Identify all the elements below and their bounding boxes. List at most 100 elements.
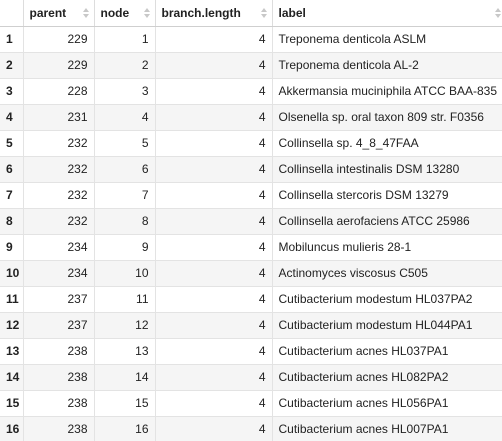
cell-branch-length: 4 xyxy=(155,234,273,261)
cell-label: Cutibacterium acnes HL037PA1 xyxy=(272,338,502,365)
row-index-cell: 5 xyxy=(0,130,24,157)
cell-branch-length: 4 xyxy=(155,312,273,339)
cell-parent: 232 xyxy=(23,156,95,183)
cell-label: Mobiluncus mulieris 28-1 xyxy=(272,234,502,261)
column-header-label[interactable]: label xyxy=(272,0,502,27)
cell-parent: 238 xyxy=(23,416,95,441)
column-header-label-text: label xyxy=(278,5,306,20)
row-index-cell: 10 xyxy=(0,260,24,287)
column-header-node[interactable]: node xyxy=(94,0,156,27)
cell-branch-length: 4 xyxy=(155,286,273,313)
row-index-cell: 13 xyxy=(0,338,24,365)
cell-node: 9 xyxy=(94,234,156,261)
cell-parent: 231 xyxy=(23,104,95,131)
row-index-cell: 11 xyxy=(0,286,24,313)
sort-arrows-icon[interactable] xyxy=(260,8,267,19)
row-index-cell: 8 xyxy=(0,208,24,235)
cell-branch-length: 4 xyxy=(155,208,273,235)
header-row: parent node branch.length label xyxy=(0,0,502,27)
cell-node: 2 xyxy=(94,52,156,79)
cell-parent: 232 xyxy=(23,182,95,209)
column-header-parent[interactable]: parent xyxy=(23,0,95,27)
cell-label: Cutibacterium acnes HL056PA1 xyxy=(272,390,502,417)
cell-label: Cutibacterium acnes HL082PA2 xyxy=(272,364,502,391)
column-header-branch-length[interactable]: branch.length xyxy=(155,0,273,27)
row-index-cell: 2 xyxy=(0,52,24,79)
cell-label: Treponema denticola AL-2 xyxy=(272,52,502,79)
sort-arrows-icon[interactable] xyxy=(494,8,501,19)
cell-label: Akkermansia muciniphila ATCC BAA-835 xyxy=(272,78,502,105)
cell-branch-length: 4 xyxy=(155,130,273,157)
cell-label: Cutibacterium modestum HL044PA1 xyxy=(272,312,502,339)
cell-parent: 237 xyxy=(23,286,95,313)
row-index-cell: 1 xyxy=(0,26,24,53)
row-index-cell: 15 xyxy=(0,390,24,417)
cell-node: 4 xyxy=(94,104,156,131)
table-header: parent node branch.length label xyxy=(0,0,502,27)
cell-branch-length: 4 xyxy=(155,416,273,441)
cell-label: Collinsella intestinalis DSM 13280 xyxy=(272,156,502,183)
cell-branch-length: 4 xyxy=(155,156,273,183)
cell-node: 8 xyxy=(94,208,156,235)
cell-node: 11 xyxy=(94,286,156,313)
cell-parent: 229 xyxy=(23,26,95,53)
row-index-cell: 16 xyxy=(0,416,24,441)
cell-label: Cutibacterium acnes HL007PA1 xyxy=(272,416,502,441)
cell-parent: 232 xyxy=(23,208,95,235)
cell-branch-length: 4 xyxy=(155,78,273,105)
cell-node: 1 xyxy=(94,26,156,53)
cell-label: Cutibacterium modestum HL037PA2 xyxy=(272,286,502,313)
cell-branch-length: 4 xyxy=(155,338,273,365)
column-header-label: branch.length xyxy=(161,5,241,20)
column-header-label: node xyxy=(100,5,130,20)
cell-branch-length: 4 xyxy=(155,390,273,417)
cell-parent: 234 xyxy=(23,260,95,287)
cell-label: Olsenella sp. oral taxon 809 str. F0356 xyxy=(272,104,502,131)
cell-branch-length: 4 xyxy=(155,364,273,391)
row-index-cell: 6 xyxy=(0,156,24,183)
cell-parent: 238 xyxy=(23,390,95,417)
cell-branch-length: 4 xyxy=(155,260,273,287)
cell-branch-length: 4 xyxy=(155,26,273,53)
cell-node: 16 xyxy=(94,416,156,441)
cell-node: 6 xyxy=(94,156,156,183)
row-index-cell: 4 xyxy=(0,104,24,131)
cell-label: Collinsella sp. 4_8_47FAA xyxy=(272,130,502,157)
cell-parent: 238 xyxy=(23,364,95,391)
cell-parent: 229 xyxy=(23,52,95,79)
row-index-cell: 12 xyxy=(0,312,24,339)
sort-arrows-icon[interactable] xyxy=(82,8,89,19)
cell-node: 7 xyxy=(94,182,156,209)
cell-label: Collinsella aerofaciens ATCC 25986 xyxy=(272,208,502,235)
cell-branch-length: 4 xyxy=(155,104,273,131)
cell-node: 12 xyxy=(94,312,156,339)
sort-arrows-icon[interactable] xyxy=(143,8,150,19)
cell-parent: 232 xyxy=(23,130,95,157)
cell-node: 13 xyxy=(94,338,156,365)
cell-branch-length: 4 xyxy=(155,182,273,209)
cell-node: 10 xyxy=(94,260,156,287)
cell-label: Collinsella stercoris DSM 13279 xyxy=(272,182,502,209)
cell-parent: 238 xyxy=(23,338,95,365)
row-index-header xyxy=(0,0,24,27)
cell-label: Actinomyces viscosus C505 xyxy=(272,260,502,287)
row-index-cell: 7 xyxy=(0,182,24,209)
cell-parent: 237 xyxy=(23,312,95,339)
row-index-cell: 14 xyxy=(0,364,24,391)
